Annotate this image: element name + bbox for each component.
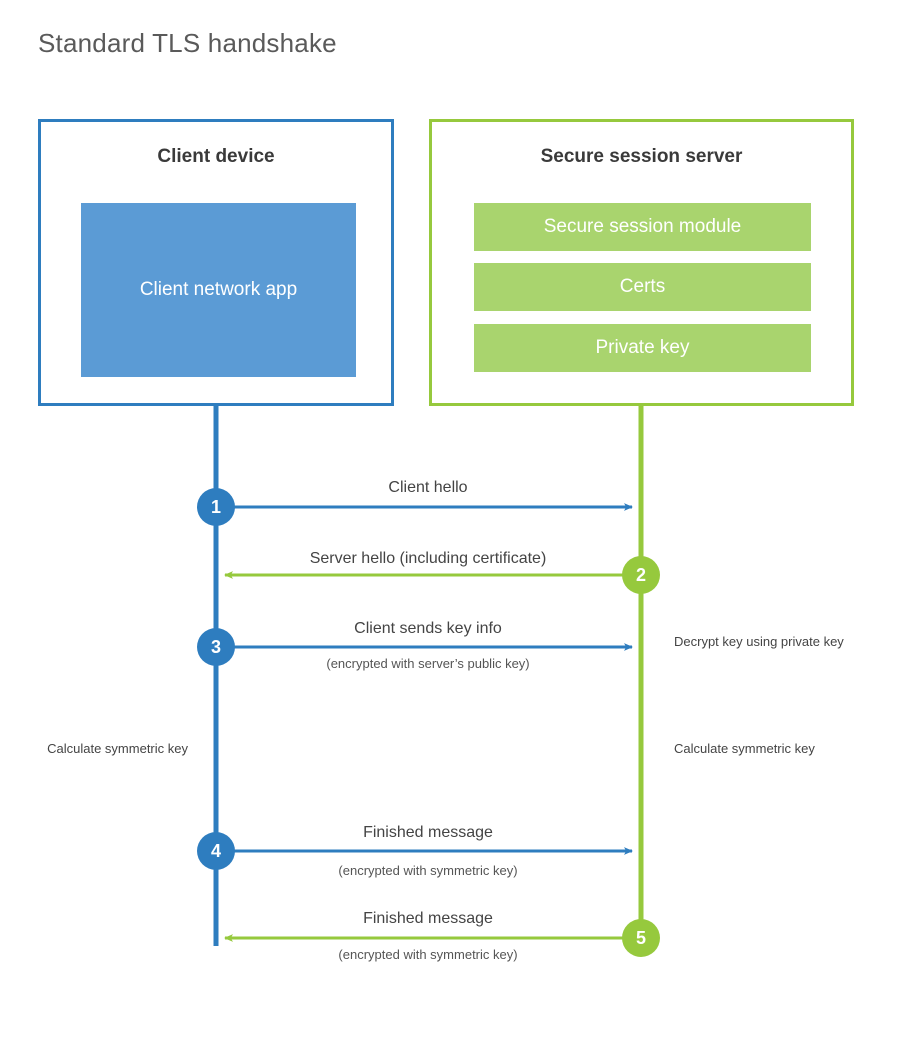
server-module-private-key: Private key xyxy=(474,324,811,372)
step-4-label: Finished message xyxy=(363,824,493,841)
annotation-calculate-symmetric-key-server: Calculate symmetric key xyxy=(674,741,815,756)
step-3-label: Client sends key info xyxy=(354,620,502,637)
step-5-sublabel: (encrypted with symmetric key) xyxy=(338,947,518,962)
step-marker-4[interactable]: 4 xyxy=(197,832,235,870)
step-5-label: Finished message xyxy=(363,910,493,927)
annotation-decrypt-key: Decrypt key using private key xyxy=(674,634,844,649)
step-1-label: Client hello xyxy=(388,479,468,496)
step-3-sublabel: (encrypted with server’s public key) xyxy=(326,656,530,671)
page-title: Standard TLS handshake xyxy=(38,28,337,58)
step-marker-1[interactable]: 1 xyxy=(197,488,235,526)
step-2-label: Server hello (including certificate) xyxy=(309,550,547,567)
step-4-sublabel: (encrypted with symmetric key) xyxy=(338,863,518,878)
step-marker-5[interactable]: 5 xyxy=(622,919,660,957)
server-module-secure-session-module: Secure session module xyxy=(474,203,811,251)
client-device-title: Client device xyxy=(157,146,275,167)
server-title: Secure session server xyxy=(540,146,743,167)
step-marker-2[interactable]: 2 xyxy=(622,556,660,594)
secure-session-server-box: Secure session server Secure session mod… xyxy=(429,119,854,406)
server-module-certs: Certs xyxy=(474,263,811,311)
client-device-box: Client device Client network app xyxy=(38,119,394,406)
step-marker-3[interactable]: 3 xyxy=(197,628,235,666)
client-network-app-block: Client network app xyxy=(81,203,356,377)
annotation-calculate-symmetric-key-client: Calculate symmetric key xyxy=(47,741,188,756)
